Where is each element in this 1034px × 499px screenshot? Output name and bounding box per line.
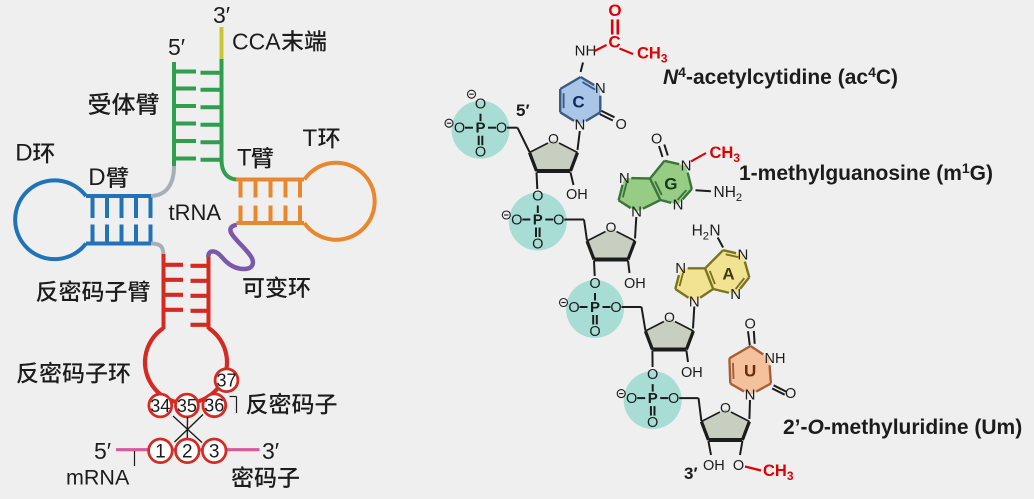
svg-text:O: O (664, 309, 675, 325)
svg-text:CCA: CCA (232, 29, 281, 55)
svg-text:O: O (548, 131, 559, 147)
svg-text:O: O (720, 400, 731, 416)
svg-text:N: N (673, 196, 684, 213)
svg-text:P: P (648, 390, 658, 407)
svg-text:T: T (237, 145, 252, 172)
svg-text:D: D (88, 164, 105, 191)
svg-text:1-methylguanosine (m1G): 1-methylguanosine (m1G) (739, 160, 993, 185)
svg-text:O: O (647, 367, 658, 383)
svg-text:5′: 5′ (516, 101, 530, 120)
svg-text:N: N (681, 158, 692, 175)
svg-text:O: O (608, 1, 621, 20)
svg-text:O: O (785, 386, 796, 402)
svg-text:O: O (496, 121, 507, 137)
svg-text:P: P (533, 212, 543, 229)
svg-text:C: C (608, 33, 620, 52)
svg-text:O: O (511, 213, 522, 229)
svg-text:CH3: CH3 (710, 144, 741, 165)
svg-text:NH2: NH2 (714, 184, 743, 204)
svg-text:O: O (553, 213, 564, 229)
svg-text:N: N (595, 80, 606, 97)
svg-text:OH: OH (624, 276, 646, 292)
svg-text:N: N (737, 247, 748, 264)
svg-text:N: N (730, 286, 741, 303)
svg-text:O: O (626, 391, 637, 407)
svg-text:N: N (574, 116, 585, 133)
svg-text:3′: 3′ (262, 438, 279, 464)
svg-text:3: 3 (209, 442, 220, 463)
svg-text:N: N (745, 387, 756, 404)
svg-text:37: 37 (216, 371, 236, 391)
svg-text:5′: 5′ (94, 438, 111, 464)
svg-text:O: O (745, 317, 756, 333)
svg-text:C: C (572, 93, 584, 112)
svg-text:34: 34 (150, 396, 170, 416)
svg-text:N: N (709, 223, 720, 240)
svg-text:O: O (647, 415, 658, 431)
svg-text:1: 1 (155, 442, 166, 463)
svg-text:O: O (733, 458, 744, 474)
svg-text:N: N (675, 260, 686, 277)
svg-text:N: N (689, 294, 700, 311)
svg-text:NH: NH (765, 351, 786, 367)
svg-text:N4-acetylcytidine (ac4C): N4-acetylcytidine (ac4C) (663, 64, 898, 89)
svg-text:O: O (532, 237, 543, 253)
svg-text:O: O (606, 219, 617, 235)
svg-text:OH: OH (703, 458, 725, 474)
svg-text:N: N (619, 170, 630, 187)
svg-text:A: A (722, 265, 734, 284)
svg-text:OH: OH (566, 187, 588, 203)
svg-text:P: P (475, 120, 485, 137)
svg-text:3′: 3′ (213, 2, 230, 28)
svg-text:O: O (610, 300, 621, 316)
svg-text:O: O (454, 121, 465, 137)
svg-text:tRNA: tRNA (169, 200, 222, 225)
svg-text:CH3: CH3 (637, 45, 668, 66)
svg-text:OH: OH (681, 365, 703, 381)
svg-text:mRNA: mRNA (66, 466, 130, 490)
svg-text:NH: NH (575, 43, 597, 60)
svg-text:3′: 3′ (684, 464, 698, 483)
svg-text:G: G (664, 174, 677, 193)
svg-text:O: O (589, 276, 600, 292)
svg-text:O: O (475, 97, 486, 113)
svg-text:36: 36 (204, 396, 224, 416)
svg-text:2: 2 (182, 442, 193, 463)
svg-text:D: D (15, 140, 32, 167)
svg-text:U: U (744, 362, 756, 381)
svg-text:P: P (590, 299, 600, 316)
svg-text:O: O (475, 145, 486, 161)
svg-text:35: 35 (177, 396, 197, 416)
svg-text:O: O (615, 117, 626, 133)
svg-text:O: O (589, 324, 600, 340)
svg-text:O: O (532, 189, 543, 205)
svg-text:2’-O-methyluridine (Um): 2’-O-methyluridine (Um) (783, 416, 1022, 439)
svg-text:N: N (631, 204, 642, 221)
svg-text:O: O (651, 132, 662, 148)
svg-text:CH3: CH3 (763, 462, 794, 483)
svg-text:O: O (568, 300, 579, 316)
svg-text:5′: 5′ (168, 34, 185, 60)
svg-text:O: O (668, 391, 679, 407)
svg-text:T: T (303, 125, 318, 152)
